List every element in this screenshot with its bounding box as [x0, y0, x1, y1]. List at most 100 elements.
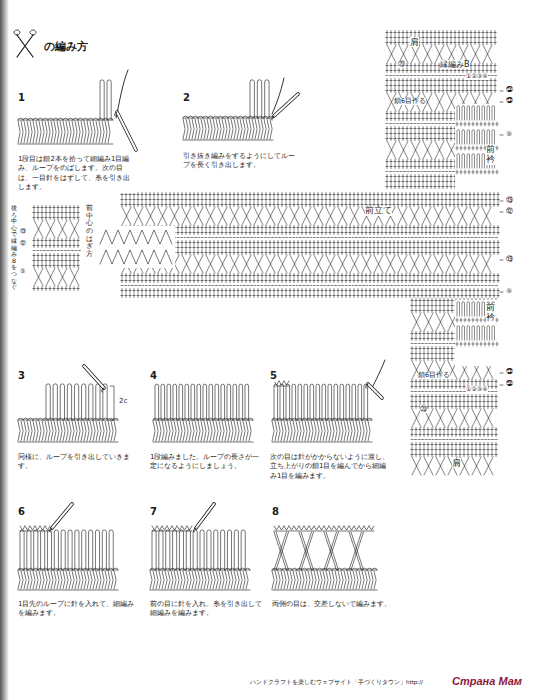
row-number: ①②③④: [466, 73, 488, 80]
page-edge: [0, 0, 9, 700]
hook-tip: [272, 116, 274, 120]
single-crochet-row: [152, 526, 192, 531]
row-number: ⑤: [20, 268, 25, 275]
stitch-base: [153, 418, 253, 442]
step-caption: 両側の目は、交差しないで編みます。: [272, 600, 392, 609]
leader-line: [500, 91, 503, 385]
long-loop: [100, 80, 111, 120]
row-number: ㉓: [506, 97, 513, 105]
loop-chart: [456, 106, 498, 174]
single-crochet-row: [274, 526, 374, 531]
stitch-chart: [121, 193, 499, 298]
part-name: 前衿: [486, 145, 495, 165]
crochet-hook: [84, 366, 104, 388]
crochet-hook: [117, 112, 136, 150]
hook-tip: [102, 388, 104, 392]
stitch-base: [272, 568, 377, 590]
dimension: 2c: [119, 397, 127, 405]
part-name: 肩: [452, 458, 461, 468]
hook-tip: [50, 528, 52, 532]
row-number: ⑬: [506, 255, 513, 263]
join-zigzag: [100, 230, 172, 244]
crochet-hook: [274, 94, 298, 116]
chart-note: 鎖6目作る: [418, 372, 450, 379]
long-loop: [46, 384, 107, 420]
long-loop: [20, 530, 113, 570]
stitch-base: [183, 116, 273, 140]
bracket: [110, 386, 114, 420]
crochet-hook: [196, 504, 214, 528]
yarn: [372, 360, 385, 388]
step-number: 7: [150, 506, 157, 518]
hook-tip: [115, 112, 117, 116]
part-name: 前衿: [486, 303, 495, 323]
crochet-hook: [52, 504, 72, 528]
part-name: 肩: [410, 37, 419, 47]
single-crochet-row: [20, 526, 50, 531]
row-number: ⑬: [506, 196, 513, 204]
loop-chart: [456, 302, 498, 346]
crochet-hook: [52, 504, 72, 528]
row-number: ①②③④: [466, 386, 488, 393]
row-number: ⑳: [398, 60, 405, 68]
chart-note: 前中心のはぎ方: [86, 205, 93, 259]
step-number: 2: [183, 92, 190, 104]
row-number: ⑫: [506, 207, 513, 215]
long-loop: [250, 80, 269, 118]
join-zigzag: [100, 250, 172, 264]
crochet-hook: [368, 384, 382, 398]
stitch-base: [18, 118, 113, 144]
long-loop: [274, 384, 368, 420]
stitch-base: [272, 418, 372, 442]
step-caption: 1段目は鎖2本を拾って細編み1目編み、ループをのばします。次の目は、一目針をはず…: [18, 155, 136, 193]
step-number: 4: [150, 370, 157, 382]
stitch-base: [150, 568, 250, 590]
step-caption: 次の目は針がかからないように渡し、立ち上がりの鎖1目を編んでから細編み1目を編み…: [270, 453, 390, 481]
row-number: ⑤: [506, 287, 512, 295]
title-icon: [14, 30, 36, 35]
hook-tip: [194, 528, 196, 532]
chart-ground: [455, 300, 500, 366]
step-caption: 前の目に針を入れ、糸を引き出して細編みを編みます。: [150, 600, 262, 619]
row-number: ⑬: [20, 228, 26, 235]
long-loop: [155, 384, 249, 420]
hook-tip: [366, 384, 368, 388]
step-caption: 1段編みました。ループの長さが一定になるようにしましょう。: [150, 453, 262, 472]
step-number: 5: [270, 370, 277, 382]
step-number: 3: [18, 370, 25, 382]
crochet-hook: [84, 366, 104, 388]
crochet-hook: [117, 112, 136, 150]
row-number: ⑤: [506, 130, 512, 138]
crossed-loop: [274, 532, 364, 570]
footer-note: ハンドクラフトを楽しむウェブサイト「手づくりタウン」http://: [250, 679, 423, 685]
step-caption: 同様に、ループを引き出していきます。: [18, 453, 136, 472]
stitch-base: [18, 418, 118, 442]
chart-ground: [455, 104, 500, 190]
stitch-base: [18, 568, 118, 590]
row-number: ⑫: [20, 240, 26, 247]
title: の編み方: [44, 39, 88, 54]
long-loop: [152, 530, 245, 570]
crochet-hook: [196, 504, 214, 528]
chart-note: 鎖6目作る: [394, 98, 426, 105]
row-number: ⑳: [420, 405, 427, 413]
watermark: Страна Мам: [452, 675, 522, 688]
row-number: ㉔: [506, 380, 513, 388]
step-caption: 引き抜き編みをするようにしてループを長く引き出します。: [183, 152, 298, 171]
step-number: 1: [18, 92, 25, 104]
title-icon: [17, 35, 33, 57]
part-name: 前立て: [365, 206, 392, 216]
chart-note: 後ろ中心で縁編みBをつなぐ: [11, 205, 17, 291]
stitch-chart: [33, 206, 81, 291]
step-number: 8: [272, 506, 279, 518]
step-number: 6: [18, 506, 25, 518]
chart-ground: [118, 226, 175, 268]
single-crochet-row: [274, 381, 289, 386]
row-number: ㉓: [506, 368, 513, 376]
part-name: 縁編みB: [440, 60, 470, 69]
crochet-hook: [274, 94, 298, 116]
crochet-hook: [368, 384, 382, 398]
step-caption: 1目先のループに針を入れて、細編みを編みます。: [18, 600, 136, 619]
